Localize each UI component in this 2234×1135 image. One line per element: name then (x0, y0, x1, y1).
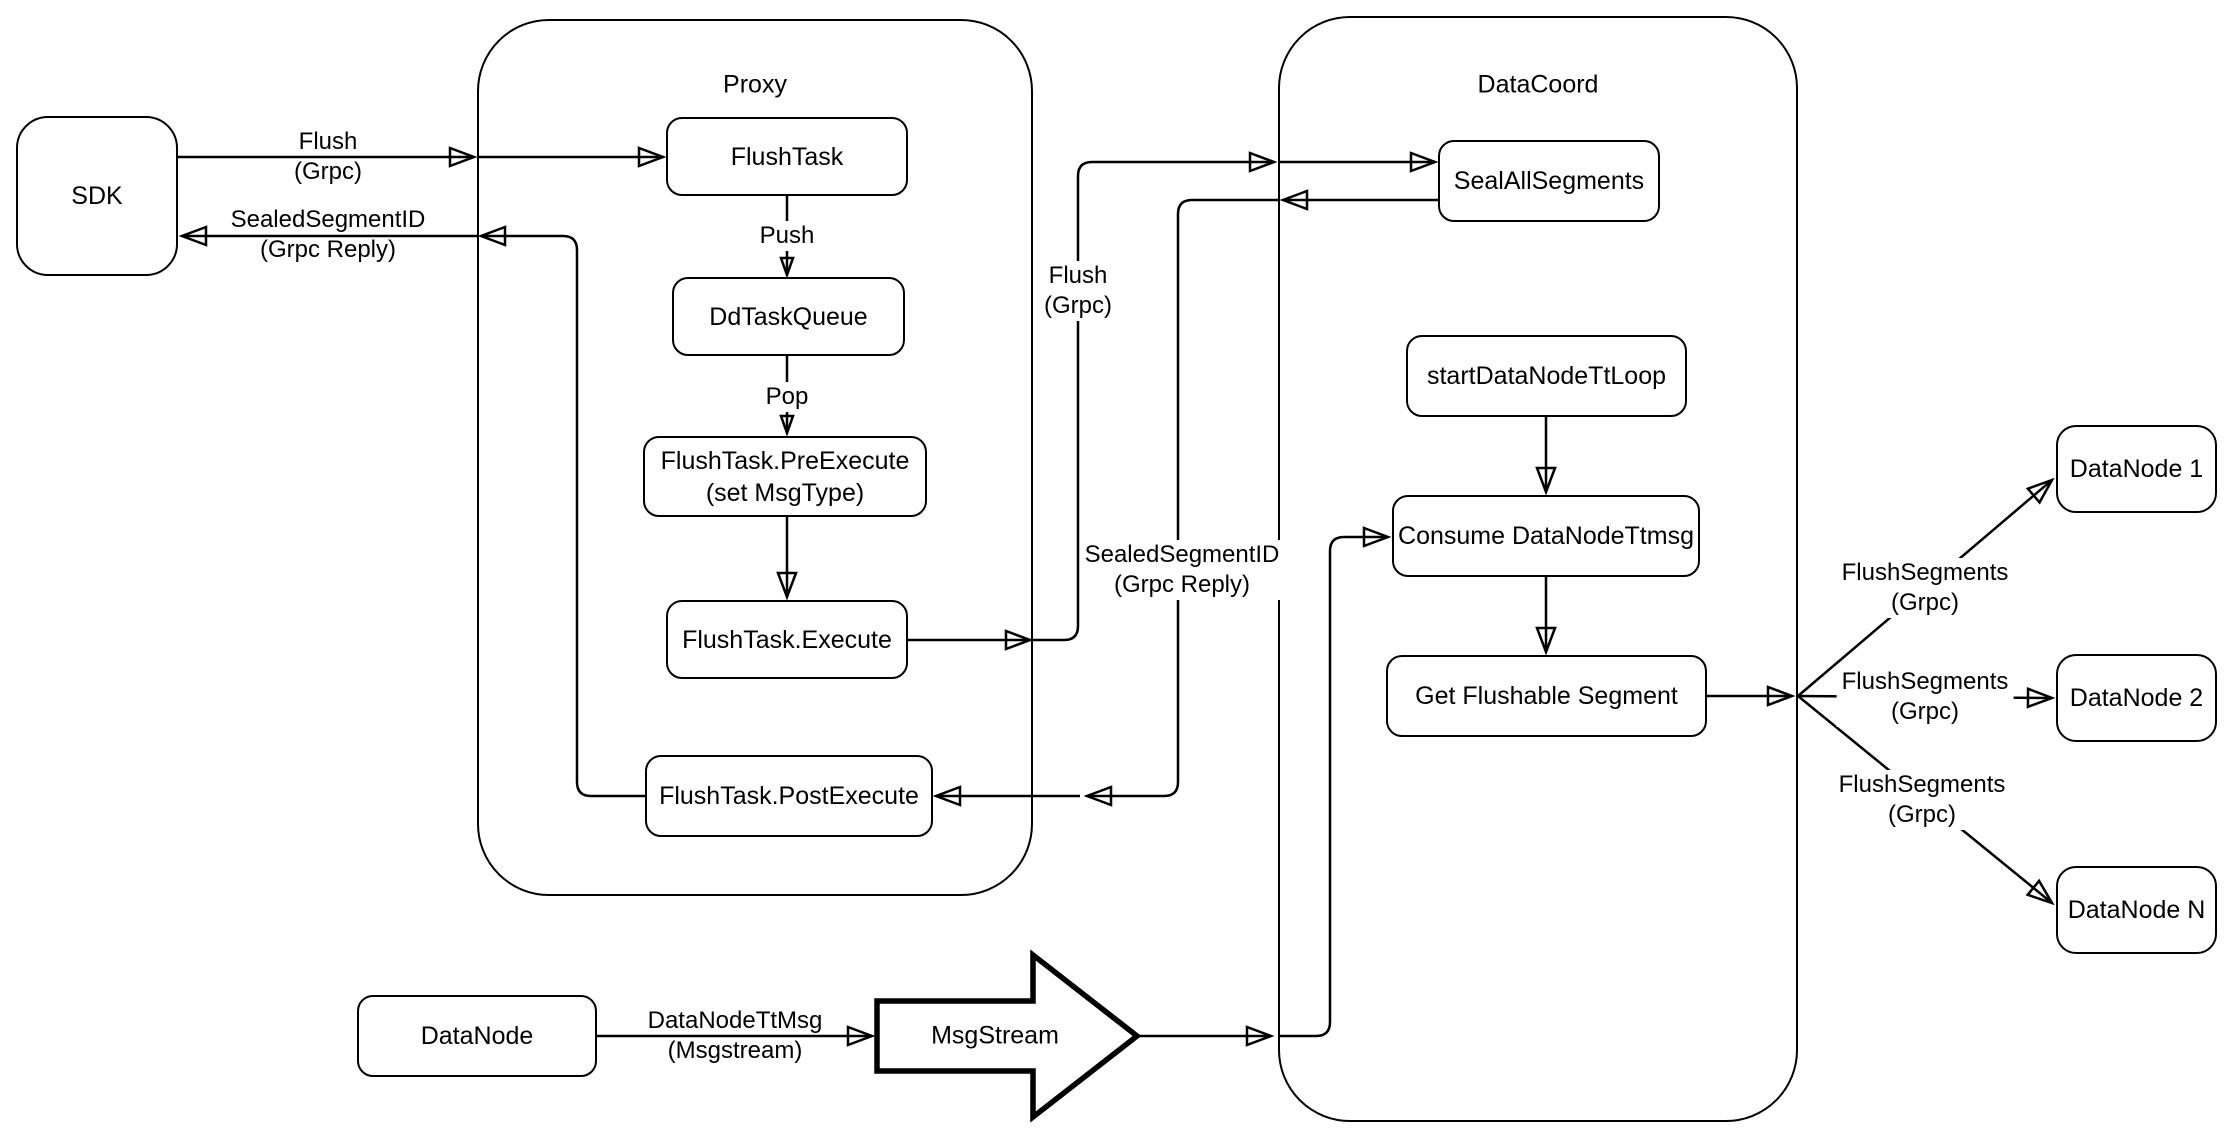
edge-label-flushsegments-1: FlushSegments (Grpc) (1836, 558, 2014, 618)
datacoord-container-title: DataCoord (1477, 70, 1599, 99)
edge-label-flushsegments-3-line2: (Grpc) (1888, 801, 1956, 828)
node-startdatanodettloop-label: startDataNodeTtLoop (1426, 362, 1667, 390)
edge-label-datanodettmsg-line1: DataNodeTtMsg (647, 1007, 823, 1034)
edge-label-flush-grpc-datacoord-line1: Flush (1048, 262, 1108, 289)
edge-label-sealedsegmentid-sdk-line2: (Grpc Reply) (259, 236, 397, 263)
edge-proxy-to-datacoord-flush (1033, 151, 1278, 642)
node-consumedatanodettmsg: Consume DataNodeTtmsg (1392, 495, 1700, 577)
node-consumedatanodettmsg-label: Consume DataNodeTtmsg (1398, 522, 1694, 550)
edge-label-flush-grpc-datacoord: Flush (Grpc) (1039, 261, 1117, 321)
edge-label-sealedsegmentid-proxy-line2: (Grpc Reply) (1113, 571, 1251, 598)
node-preexecute-label-line2: (set MsgType) (705, 478, 865, 507)
edge-label-flush-grpc-sdk-line1: Flush (298, 128, 358, 155)
edge-datacoord-to-consume (1280, 526, 1392, 1038)
edge-label-flush-grpc-sdk-line2: (Grpc) (294, 158, 362, 185)
node-ddtaskqueue: DdTaskQueue (672, 277, 905, 356)
proxy-container-title: Proxy (723, 70, 787, 99)
node-datanode-1: DataNode 1 (2056, 425, 2217, 513)
node-datanode-bottom-label: DataNode (420, 1022, 534, 1050)
edge-label-flush-grpc-datacoord-line2: (Grpc) (1044, 292, 1112, 319)
node-datanode-n: DataNode N (2056, 866, 2217, 954)
edge-label-datanodettmsg: DataNodeTtMsg (Msgstream) (648, 1006, 823, 1066)
node-sealallsegments: SealAllSegments (1438, 140, 1660, 222)
edge-label-pop: Pop (760, 382, 814, 412)
node-execute-label: FlushTask.Execute (682, 625, 892, 654)
node-postexecute: FlushTask.PostExecute (645, 755, 933, 837)
edge-label-flush-grpc-sdk: Flush (Grpc) (294, 127, 362, 187)
node-postexecute-label: FlushTask.PostExecute (659, 782, 919, 810)
edge-label-flushsegments-1-line1: FlushSegments (1841, 559, 2009, 586)
msgstream-label: MsgStream (931, 1021, 1059, 1050)
edge-label-flushsegments-1-line2: (Grpc) (1891, 589, 1959, 616)
node-flushtask: FlushTask (666, 117, 908, 196)
edge-label-flushsegments-3: FlushSegments (Grpc) (1833, 770, 2011, 830)
edge-datacoord-to-proxy-reply (1083, 198, 1278, 807)
edge-label-sealedsegmentid-proxy-line1: SealedSegmentID (1084, 541, 1280, 568)
edge-label-datanodettmsg-line2: (Msgstream) (667, 1037, 803, 1064)
node-datanode-2: DataNode 2 (2056, 654, 2217, 742)
edge-label-sealedsegmentid-sdk-line1: SealedSegmentID (230, 206, 426, 233)
node-flushtask-label: FlushTask (730, 142, 844, 171)
edge-label-flushsegments-2-line2: (Grpc) (1891, 698, 1959, 725)
edge-label-flushsegments-2-line1: FlushSegments (1841, 668, 2009, 695)
node-ddtaskqueue-label: DdTaskQueue (709, 302, 868, 331)
node-sdk: SDK (16, 116, 178, 276)
edge-label-flushsegments-3-line1: FlushSegments (1838, 771, 2006, 798)
node-getflushablesegment: Get Flushable Segment (1386, 655, 1707, 737)
edge-label-sealedsegmentid-sdk: SealedSegmentID (Grpc Reply) (231, 205, 426, 265)
node-startdatanodettloop: startDataNodeTtLoop (1406, 335, 1687, 417)
edge-label-sealedsegmentid-proxy: SealedSegmentID (Grpc Reply) (1079, 540, 1285, 600)
edge-label-push: Push (754, 221, 820, 251)
msgstream-arrow-shape (874, 949, 1142, 1123)
node-preexecute: FlushTask.PreExecute (set MsgType) (643, 436, 927, 517)
node-datanode-2-label: DataNode 2 (2069, 684, 2204, 712)
node-sealallsegments-label: SealAllSegments (1453, 167, 1645, 195)
node-getflushablesegment-label: Get Flushable Segment (1415, 682, 1678, 710)
edge-postexecute-to-proxy-border (477, 225, 645, 798)
node-datanode-1-label: DataNode 1 (2069, 455, 2204, 483)
node-execute: FlushTask.Execute (666, 600, 908, 679)
node-sdk-label: SDK (71, 182, 123, 210)
node-preexecute-label-line1: FlushTask.PreExecute (660, 446, 910, 475)
node-datanode-bottom: DataNode (357, 995, 597, 1077)
proxy-container (477, 19, 1033, 896)
node-datanode-n-label: DataNode N (2067, 896, 2206, 924)
edge-label-flushsegments-2: FlushSegments (Grpc) (1836, 667, 2014, 727)
